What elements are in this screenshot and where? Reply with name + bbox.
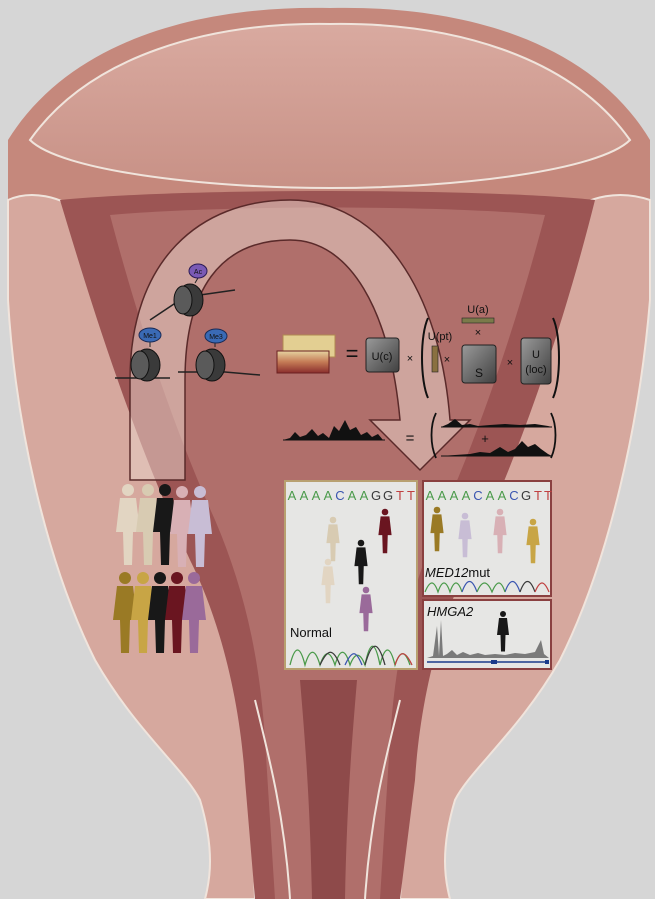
s-label: S [475,366,483,380]
uloc-label-1: U [532,349,540,361]
hmga2-label: HMGA2 [427,604,474,619]
med12-panel: A A A A C A A C G T T MED12mut [423,481,552,596]
uloc-box [521,338,551,384]
mark-me3: Me3 [205,329,227,343]
hmga2-panel: HMGA2 [423,600,551,669]
normal-base: G [383,488,393,503]
med12-base: A [486,488,495,503]
normal-sequence: A A A A C A A G G T T [288,488,415,503]
times-2: × [444,354,450,366]
mark-me3-label: Me3 [209,334,223,341]
mark-me1-label: Me1 [143,333,157,340]
med12-base: A [462,488,471,503]
signal-plus: + [481,431,489,446]
normal-base: A [360,488,369,503]
expression-box-front [277,351,329,373]
hmga2-exon [545,660,549,664]
upt-label: U(pt) [428,331,452,343]
times-4: × [507,357,513,369]
normal-base: A [324,488,333,503]
nucleosome-left [131,349,160,381]
mark-ac-label: Ac [194,269,203,276]
normal-panel-frame [285,481,417,669]
med12-base: T [544,488,552,503]
normal-base: C [335,488,344,503]
nucleosome-top [174,284,203,316]
mark-me1: Me1 [139,328,161,342]
med12-base: A [450,488,459,503]
med12-base: C [473,488,482,503]
mark-ac: Ac [189,264,207,278]
med12-base: A [438,488,447,503]
normal-base: A [348,488,357,503]
times-1: × [407,353,413,365]
normal-base: T [396,488,404,503]
hmga2-exon [491,660,497,664]
normal-base: A [288,488,297,503]
med12-base: C [509,488,518,503]
normal-base: G [371,488,381,503]
ua-bar [462,318,494,323]
nucleosome-right [196,349,225,381]
normal-base: A [312,488,321,503]
equals-sign: = [346,341,359,366]
med12-sequence: A A A A C A A C G T T [426,488,552,503]
med12-label: MED12mut [425,565,490,580]
uc-label: U(c) [372,351,393,363]
normal-panel: A A A A C A A G G T T Normal [285,481,417,669]
signal-equals: = [406,430,415,447]
med12-base: A [498,488,507,503]
med12-suffix: mut [468,565,490,580]
ua-label: U(a) [467,304,488,316]
times-3: × [475,327,481,339]
normal-base: T [407,488,415,503]
normal-base: A [300,488,309,503]
med12-base: G [521,488,531,503]
upt-bar [432,346,438,372]
uloc-label-2: (loc) [525,364,546,376]
med12-base: T [534,488,542,503]
normal-label: Normal [290,625,332,640]
med12-gene: MED12 [425,565,469,580]
med12-base: A [426,488,435,503]
